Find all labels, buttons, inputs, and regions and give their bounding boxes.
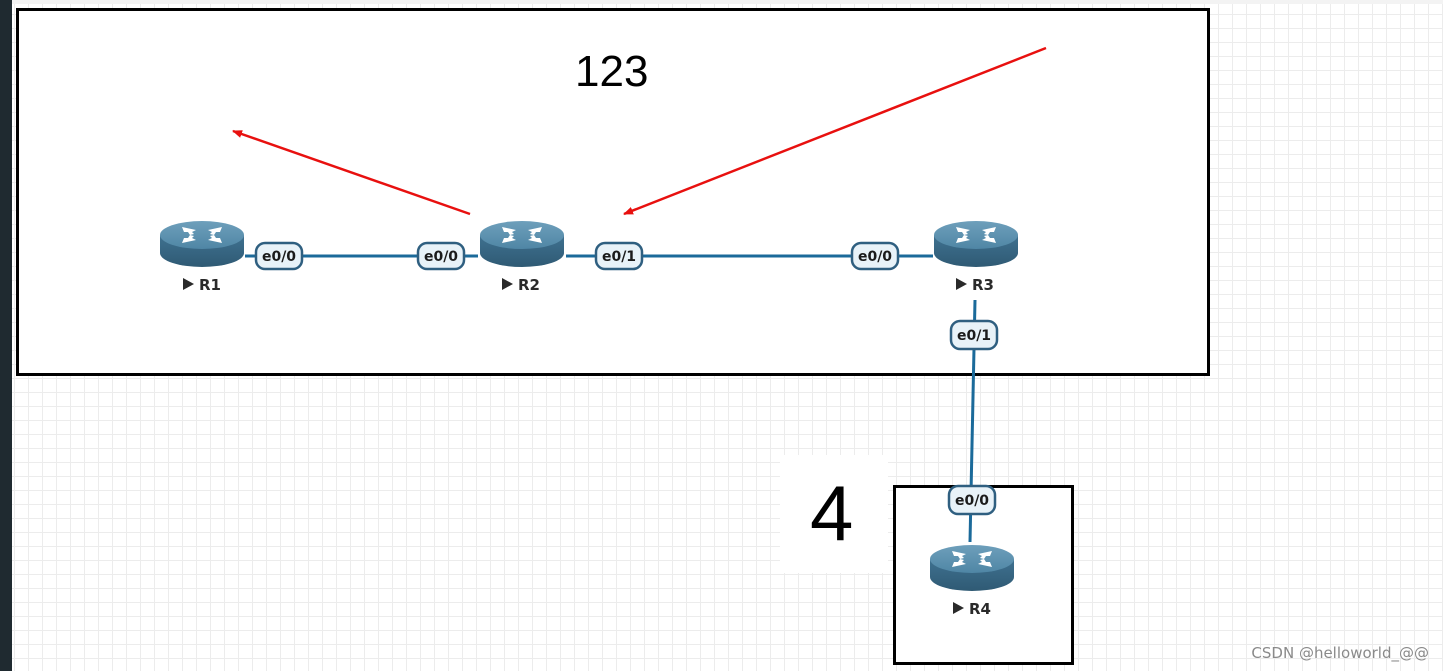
play-icon [502,278,513,290]
interface-badge-r2-e01[interactable]: e0/1 [594,241,644,271]
play-icon [183,278,194,290]
interface-label: e0/1 [957,328,991,344]
interface-label: e0/0 [262,249,296,265]
interface-badge-r2-e00[interactable]: e0/0 [416,241,466,271]
router-icon [480,221,564,267]
router-label: R1 [199,276,221,294]
interface-badge-r1-e00[interactable]: e0/0 [254,241,304,271]
router-r3[interactable]: R3 [934,221,1018,294]
router-icon [934,221,1018,267]
router-icon [160,221,244,267]
interface-badge-r4-e00[interactable]: e0/0 [947,484,997,516]
links [245,254,977,543]
annotation-arrows [232,46,1047,216]
group-label-r4[interactable]: 4 [810,469,854,557]
play-icon [953,602,964,614]
router-label: R4 [969,600,991,618]
interface-label: e0/1 [602,249,636,265]
watermark: CSDN @helloworld_@@ [1251,644,1429,662]
group-label-background [780,455,888,573]
interface-label: e0/0 [955,493,989,509]
router-r4[interactable]: R4 [930,545,1014,618]
top-strip [12,0,1443,4]
router-r1[interactable]: R1 [160,221,244,294]
interface-badge-r3-e01[interactable]: e0/1 [949,319,999,351]
interface-label: e0/0 [424,249,458,265]
group-box-main[interactable] [16,8,1210,376]
group-label-main[interactable]: 123 [575,47,649,96]
left-sidebar-strip [0,0,12,671]
interface-badge-r3-e00[interactable]: e0/0 [850,241,900,271]
router-label: R2 [518,276,540,294]
red-arrow-to-r1[interactable] [232,129,471,216]
red-arrow-to-r2[interactable] [623,46,1047,216]
router-r2[interactable]: R2 [480,221,564,294]
router-icon [930,545,1014,591]
interface-label: e0/0 [858,249,892,265]
play-icon [956,278,967,290]
router-label: R3 [972,276,994,294]
